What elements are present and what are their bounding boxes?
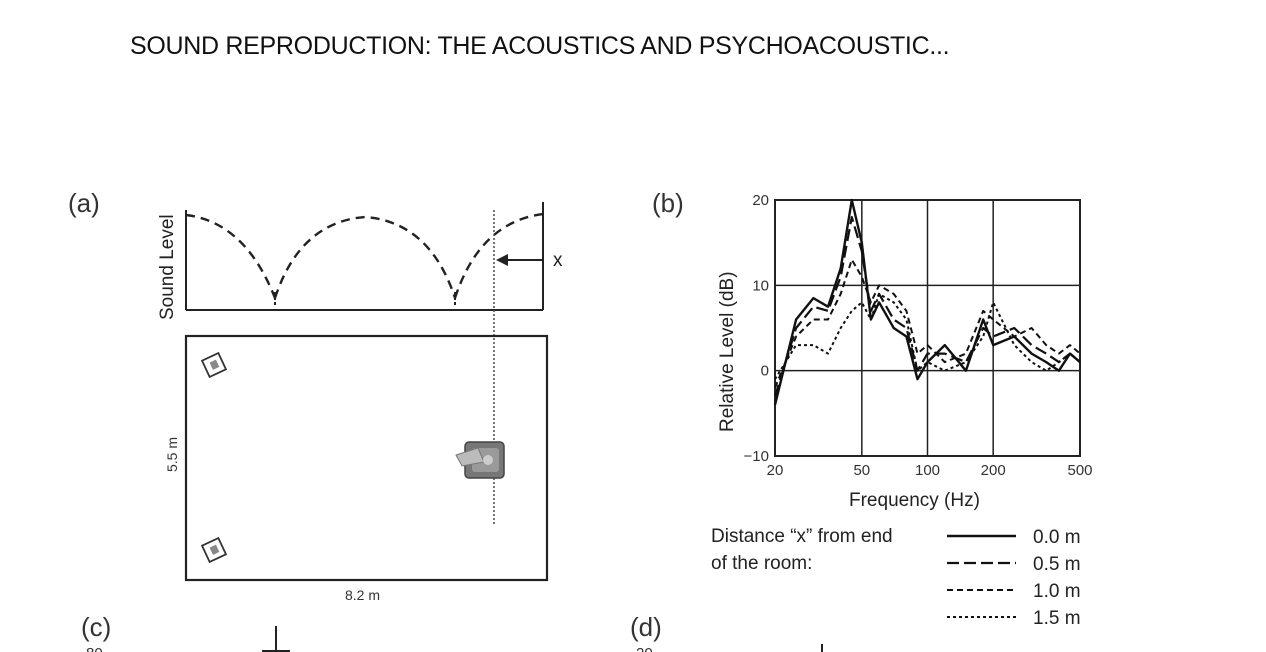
speaker-icon — [200, 351, 228, 379]
legend-entry-label: 0.0 m — [1033, 527, 1081, 548]
y-axis-label: Relative Level (dB) — [717, 271, 738, 432]
panel-d-label: (d) — [630, 612, 662, 642]
x-tick-label: 50 — [853, 462, 870, 479]
legend-title-line-1: Distance “x” from end — [711, 526, 893, 547]
x-tick-label: 100 — [915, 462, 940, 479]
legend: Distance “x” from end of the room: 0.0 m… — [711, 526, 1081, 629]
listener-chair-icon — [455, 441, 505, 479]
room-outline — [184, 334, 549, 582]
standing-wave-curve — [185, 212, 544, 299]
y-tick-label: 10 — [752, 277, 769, 294]
x-distance-arrowhead — [496, 254, 508, 266]
sound-level-axis-label: Sound Level — [157, 214, 178, 320]
panel-b-label: (b) — [652, 188, 684, 218]
speaker-icon — [200, 536, 228, 564]
y-tick-label: 0 — [761, 363, 769, 380]
series-lines — [773, 198, 1081, 406]
grid-lines — [775, 200, 1080, 456]
series-line-0-0-m — [773, 198, 1081, 406]
panel-d-partial-tick: 20 — [636, 645, 653, 652]
panel-a-label: (a) — [68, 188, 100, 218]
series-line-0-5-m — [773, 216, 1081, 397]
panel-c-label: (c) — [81, 612, 111, 642]
legend-entry-label: 0.5 m — [1033, 554, 1081, 575]
x-tick-label: 200 — [981, 462, 1006, 479]
x-axis-label: Frequency (Hz) — [849, 490, 980, 511]
room-depth-label: 5.5 m — [164, 437, 180, 472]
x-distance-label: x — [553, 250, 563, 271]
series-line-1-0-m — [774, 258, 1081, 389]
legend-title-line-2: of the room: — [711, 553, 812, 574]
x-tick-label: 500 — [1067, 462, 1092, 479]
x-tick-labels: 20 50 100 200 500 — [767, 462, 1093, 479]
y-tick-labels: −10 0 10 20 — [744, 192, 769, 465]
legend-entry-label: 1.0 m — [1033, 581, 1081, 602]
y-tick-label: −10 — [744, 448, 769, 465]
frequency-response-chart: −10 0 10 20 20 50 100 200 500 Relative Level (d… — [711, 192, 1093, 629]
page-title: SOUND REPRODUCTION: THE ACOUSTICS AND PS… — [130, 32, 950, 60]
legend-entry-label: 1.5 m — [1033, 608, 1081, 629]
panel-c-partial-tick: 80 — [86, 645, 103, 652]
y-tick-label: 20 — [752, 192, 769, 209]
room-width-label: 8.2 m — [345, 587, 380, 603]
x-tick-label: 20 — [767, 462, 784, 479]
